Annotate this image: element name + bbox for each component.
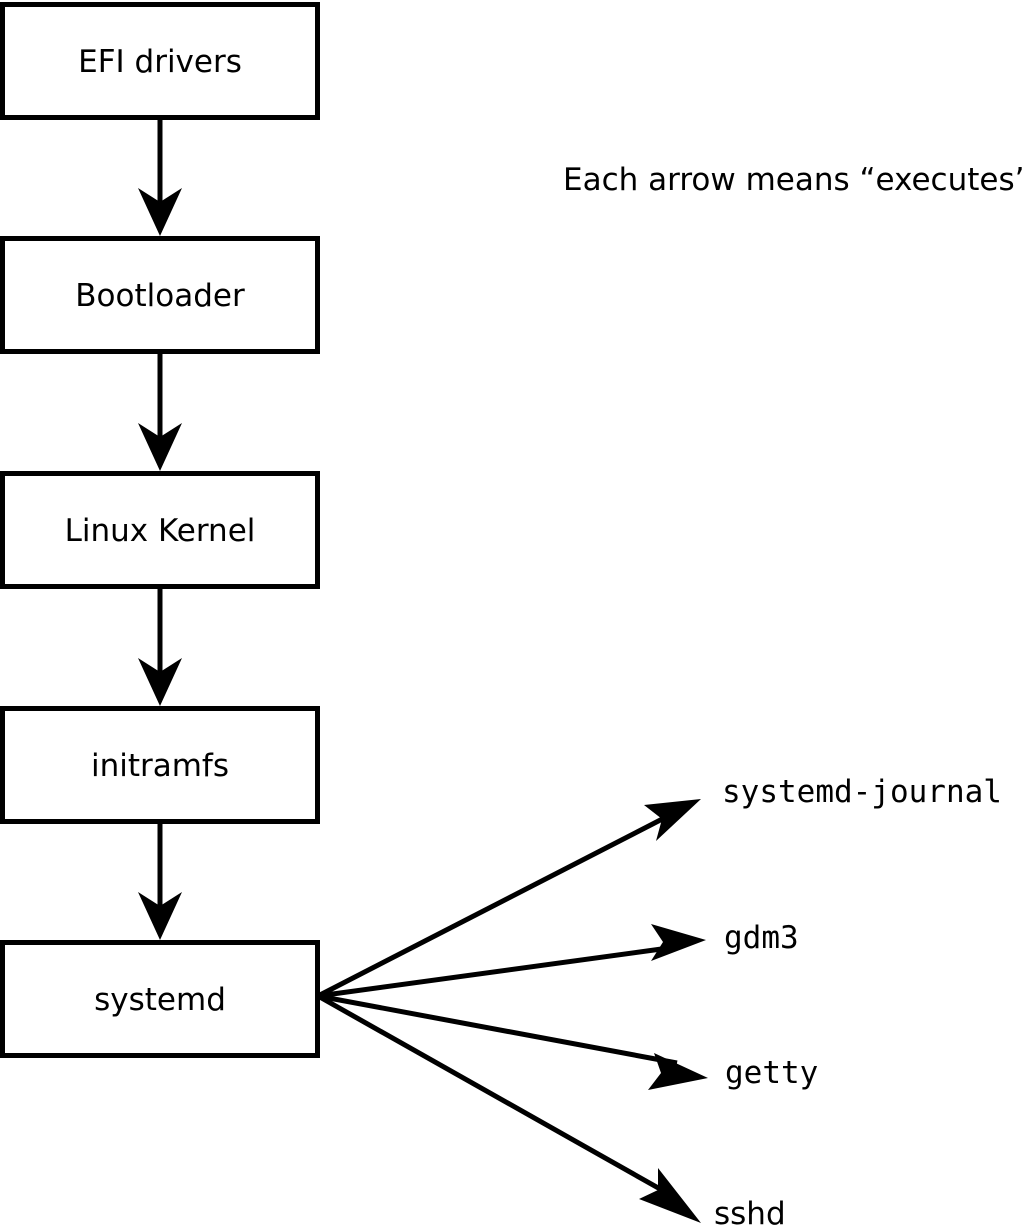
arrow-initramfs-to-systemd [138,822,182,940]
node-label: Linux Kernel [65,513,256,549]
node-label: initramfs [91,748,229,784]
node-bootloader[interactable]: Bootloader [0,236,320,354]
node-box [0,940,320,1058]
legend-annotation: Each arrow means “executes”. [563,162,1023,198]
arrow-systemd-to-systemd-journal [316,799,701,999]
process-labels-group: systemd-journal gdm3 getty sshd [714,774,1002,1230]
node-initramfs[interactable]: initramfs [0,706,320,824]
process-label-systemd-journal: systemd-journal [722,774,1002,810]
node-label: Bootloader [75,278,245,314]
process-label-sshd: sshd [714,1196,786,1230]
arrow-systemd-to-getty [317,993,708,1090]
node-label: EFI drivers [78,44,242,80]
node-box [0,471,320,589]
process-label-gdm3: gdm3 [724,920,799,956]
fan-arrows-group [316,799,708,1223]
arrow-efi-drivers-to-bootloader [138,118,182,236]
boot-chain-group: EFI drivers Bootloader Linux Kernel init… [0,2,320,1058]
chain-arrows-group [138,118,182,940]
node-box [0,706,320,824]
arrow-bootloader-to-linux-kernel [138,353,182,471]
arrow-systemd-to-gdm3 [317,924,706,999]
node-systemd[interactable]: systemd [0,940,320,1058]
node-box [0,2,320,120]
node-label: systemd [94,982,226,1018]
arrow-linux-kernel-to-initramfs [138,588,182,706]
node-linux-kernel[interactable]: Linux Kernel [0,471,320,589]
node-box [0,236,320,354]
node-efi-drivers[interactable]: EFI drivers [0,2,320,120]
arrow-systemd-to-sshd [316,993,701,1223]
process-label-getty: getty [725,1055,818,1091]
